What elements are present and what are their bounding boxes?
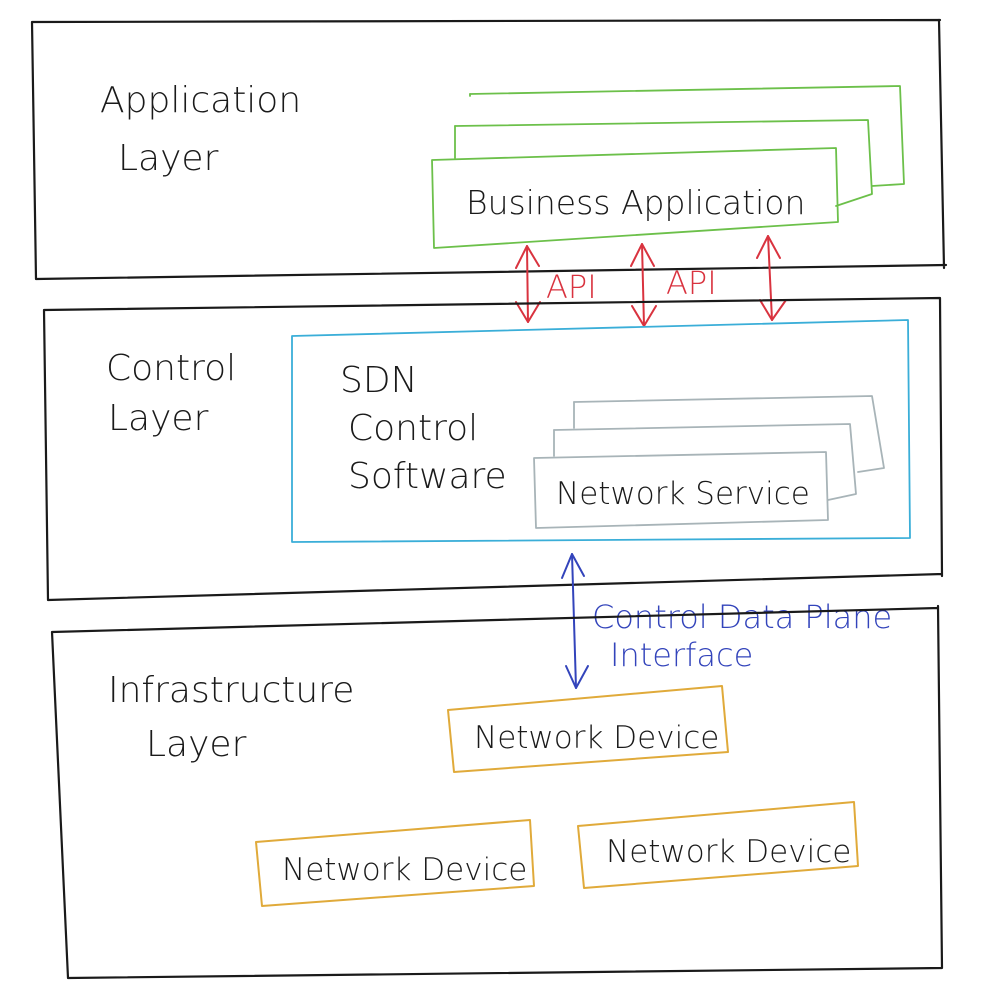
sdn-label-line1: SDN (340, 360, 418, 401)
network-device-1-box (447, 685, 729, 773)
network-device-3: Network Device (577, 801, 859, 889)
control-data-plane-interface: Control Data Plane Interface (561, 553, 892, 689)
control-layer: Control Layer SDN Control Software Netwo… (42, 296, 944, 602)
application-layer-frame (30, 18, 948, 281)
network-device-2-box (255, 819, 535, 907)
sdn-control-software-box: SDN Control Software Network Service (291, 319, 911, 543)
interface-label-line2: Interface (610, 636, 753, 674)
api-arrow-3-head-down (759, 299, 787, 321)
network-device-3-label: Network Device (606, 834, 851, 870)
interface-arrow-shaft (571, 553, 577, 689)
network-service-back-card (573, 395, 885, 473)
network-service-stack: Network Service (533, 395, 885, 529)
application-layer: Application Layer Business Application (30, 18, 948, 281)
infrastructure-layer: Infrastructure Layer Network Device Netw… (50, 604, 944, 980)
application-layer-label-line2: Layer (118, 138, 219, 179)
api-arrow-3-shaft (767, 235, 773, 321)
business-application-middle-card (454, 119, 873, 207)
api-label-2: API (666, 264, 717, 302)
api-arrow-1 (515, 245, 541, 323)
api-label-1: API (546, 268, 597, 306)
control-layer-frame (42, 296, 944, 602)
network-service-box (533, 451, 829, 529)
network-device-1-label: Network Device (474, 720, 719, 756)
infrastructure-layer-frame (50, 604, 944, 980)
api-arrow-3 (756, 235, 787, 321)
network-device-3-box (577, 801, 859, 889)
network-device-2: Network Device (255, 819, 535, 907)
infrastructure-layer-label-line1: Infrastructure (108, 670, 354, 711)
api-arrows: API API (515, 235, 787, 327)
network-service-middle-card (553, 423, 857, 501)
network-device-1: Network Device (447, 685, 729, 773)
control-layer-label-line1: Control (106, 348, 236, 389)
application-layer-label-line1: Application (100, 80, 301, 121)
api-arrow-1-shaft (526, 245, 529, 323)
api-arrow-2-shaft (641, 243, 645, 327)
interface-arrow-head-down (565, 665, 589, 689)
infrastructure-layer-label-line2: Layer (146, 724, 247, 765)
business-application-box (431, 147, 839, 249)
sdn-label-line3: Software (348, 456, 507, 497)
interface-arrow-head-up (561, 553, 585, 579)
business-application-back-card (469, 85, 905, 187)
sdn-label-line2: Control (348, 408, 478, 449)
api-arrow-3-head-up (756, 235, 781, 259)
control-layer-label-line2: Layer (108, 398, 209, 439)
business-application-stack: Business Application (431, 85, 905, 249)
api-arrow-2 (630, 243, 657, 327)
business-application-label: Business Application (466, 183, 805, 222)
sdn-control-software-frame (291, 319, 911, 543)
network-device-2-label: Network Device (282, 852, 527, 888)
network-service-label: Network Service (556, 476, 810, 512)
api-arrow-1-head-up (515, 245, 540, 269)
api-arrow-1-head-down (515, 301, 541, 323)
api-arrow-2-head-up (630, 243, 655, 267)
